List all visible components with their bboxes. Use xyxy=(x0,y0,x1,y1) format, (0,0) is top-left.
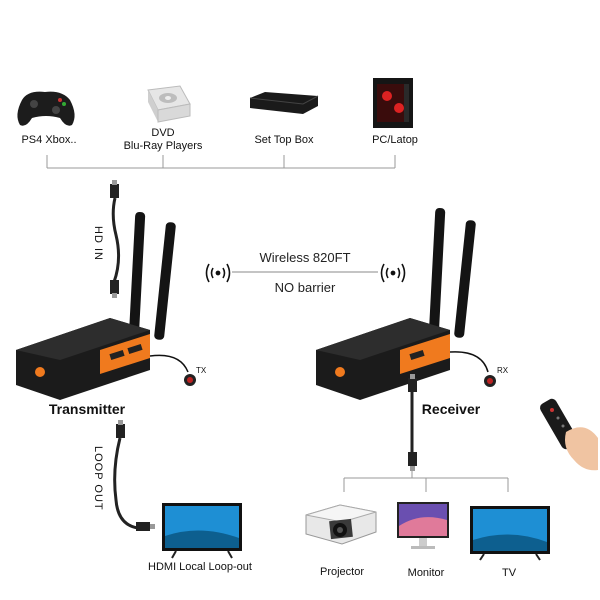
output-label-monitor: Monitor xyxy=(407,567,445,579)
output-label-projector: Projector xyxy=(319,566,365,578)
wireless-wave-left-icon xyxy=(205,263,231,283)
output-label-tv: TV xyxy=(501,567,517,579)
source-label-pc: PC/Latop xyxy=(372,134,418,146)
source-label-dvd: DVD Blu-Ray Players xyxy=(123,127,203,152)
set-top-box-icon xyxy=(249,92,319,114)
tx-tag: TX xyxy=(196,366,207,375)
receiver-device xyxy=(316,208,496,400)
pc-tower-icon xyxy=(373,78,413,128)
source-bracket xyxy=(46,155,396,169)
dvd-player-icon xyxy=(147,85,191,123)
monitor-icon xyxy=(397,502,449,549)
hand-icon xyxy=(565,427,598,471)
gamepad-icon xyxy=(17,91,75,126)
hd-in-label: HD IN xyxy=(92,226,104,261)
loop-out-cable xyxy=(113,420,155,531)
output-bracket xyxy=(343,471,509,492)
receiver-title: Receiver xyxy=(421,401,481,417)
source-label-gamepad: PS4 Xbox.. xyxy=(21,134,77,146)
transmitter-device xyxy=(16,212,196,400)
wireless-condition-label: NO barrier xyxy=(274,280,336,295)
tv-icon xyxy=(470,506,550,561)
receiver-output-cable xyxy=(408,374,417,471)
rx-tag: RX xyxy=(497,366,509,375)
transmitter-title: Transmitter xyxy=(48,401,126,417)
wireless-distance-label: Wireless 820FT xyxy=(259,250,351,265)
source-label-set-top-box: Set Top Box xyxy=(254,134,314,146)
loop-display-label: HDMI Local Loop-out xyxy=(148,561,252,573)
wireless-wave-right-icon xyxy=(380,263,406,283)
loop-out-tv-icon xyxy=(162,503,242,559)
hd-in-cable xyxy=(110,180,121,298)
loop-out-label: LOOP OUT xyxy=(92,446,104,511)
projector-icon xyxy=(305,504,377,545)
